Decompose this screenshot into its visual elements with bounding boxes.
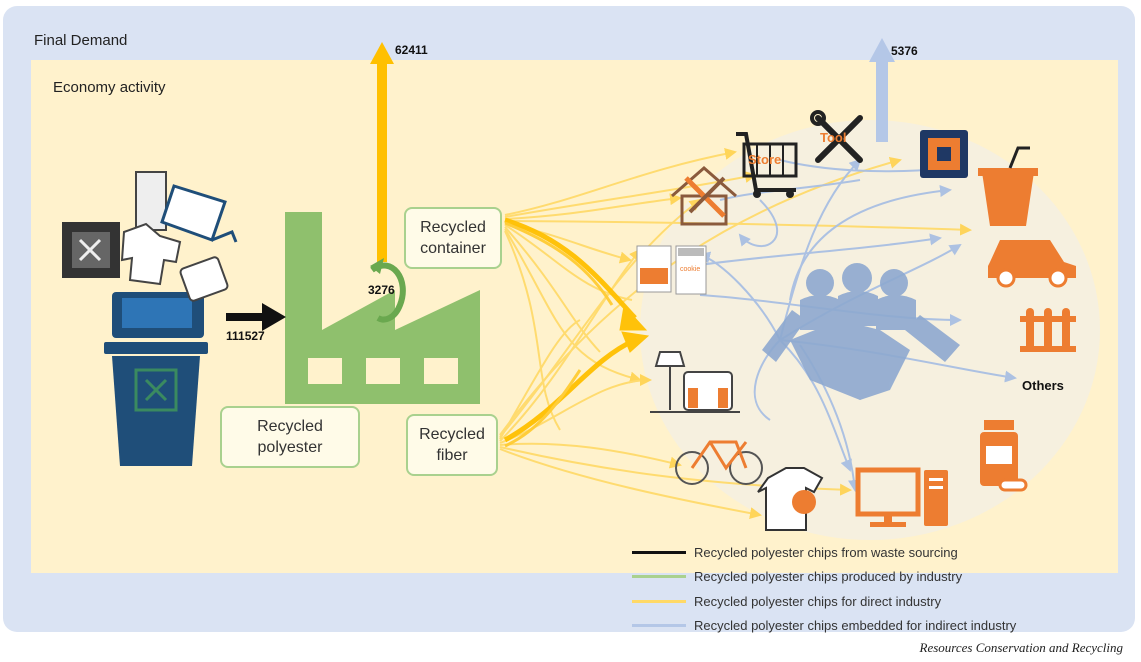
microchip-icon	[920, 130, 968, 178]
others-label: Others	[1022, 378, 1064, 393]
drink-cup-icon	[978, 146, 1038, 226]
legend-item-waste: Recycled polyester chips from waste sour…	[632, 540, 1016, 565]
legend-swatch-direct	[632, 599, 686, 603]
recycled-polyester-node: Recycled polyester	[220, 406, 360, 468]
construction-icon	[671, 166, 737, 226]
recycled-polyester-label: Recycled polyester	[257, 418, 323, 456]
cookie-text: cookie	[680, 266, 701, 273]
waste-input-arrow	[226, 303, 286, 331]
legend: Recycled polyester chips from waste sour…	[632, 540, 1016, 638]
source-caption: Resources Conservation and Recycling	[919, 640, 1124, 655]
shopping-cart-icon	[736, 132, 798, 198]
recycle-bin-icon	[104, 292, 208, 466]
legend-item-industry: Recycled polyester chips produced by ind…	[632, 565, 1016, 590]
legend-label-direct: Recycled polyester chips for direct indu…	[694, 593, 942, 609]
waste-items-icon	[62, 171, 238, 302]
legend-item-direct: Recycled polyester chips for direct indu…	[632, 589, 1016, 614]
medicine-bottle-icon	[980, 420, 1028, 492]
store-text: Store	[748, 152, 782, 167]
food-packaging-icon	[636, 245, 707, 295]
final-demand-label: Final Demand	[34, 32, 128, 49]
legend-swatch-industry	[632, 575, 686, 579]
test-tubes-icon	[1020, 308, 1076, 352]
factory-icon	[285, 212, 480, 404]
recycled-container-label: Recycled container	[420, 219, 486, 257]
direct-final-demand-value: 62411	[395, 43, 428, 57]
recycled-fiber-node: Recycled fiber	[406, 414, 498, 476]
tools-icon	[810, 110, 863, 163]
indirect-final-demand-value: 5376	[891, 44, 918, 58]
direct-final-demand-arrow	[370, 42, 394, 262]
legend-item-indirect: Recycled polyester chips embedded for in…	[632, 614, 1016, 639]
legend-label-indirect: Recycled polyester chips embedded for in…	[694, 618, 1017, 634]
industry-loop-value: 3276	[368, 283, 395, 297]
computer-icon	[855, 467, 948, 527]
waste-input-value: 111527	[226, 329, 265, 343]
t-shirt-icon	[757, 467, 824, 531]
handshake-icon	[762, 263, 960, 400]
legend-swatch-indirect	[632, 624, 686, 628]
car-icon	[988, 240, 1076, 288]
recycled-container-node: Recycled container	[404, 207, 502, 269]
legend-swatch-waste	[632, 550, 686, 554]
economy-activity-label: Economy activity	[53, 79, 166, 96]
tool-text: Tool	[820, 130, 847, 145]
indirect-final-demand-arrow	[869, 38, 895, 142]
bicycle-icon	[675, 440, 763, 485]
furniture-icon	[650, 351, 740, 413]
main-direct-flows	[503, 217, 650, 448]
legend-label-industry: Recycled polyester chips produced by ind…	[694, 569, 963, 585]
recycled-fiber-label: Recycled fiber	[419, 426, 485, 464]
legend-label-waste: Recycled polyester chips from waste sour…	[694, 544, 958, 560]
industry-loop-arrow	[370, 258, 406, 323]
